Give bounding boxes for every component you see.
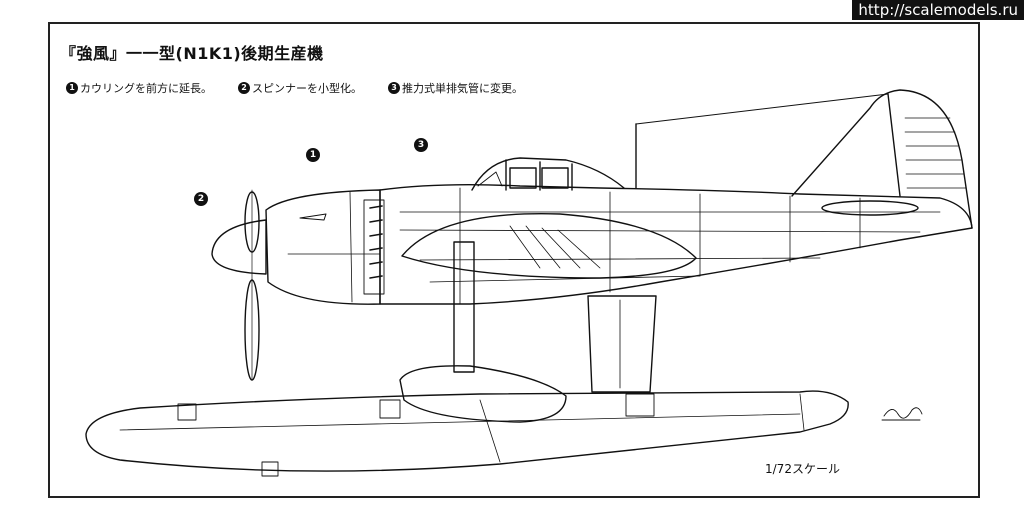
tail xyxy=(791,89,973,229)
main-float xyxy=(85,390,849,477)
note-text-1: カウリングを前方に延長。 xyxy=(80,82,212,95)
canopy xyxy=(471,157,625,191)
callout-marker-3: 3 xyxy=(414,138,428,152)
note-number-2: 2 xyxy=(238,82,250,94)
note-item-1: 1 カウリングを前方に延長。 xyxy=(66,80,212,96)
note-item-3: 3 推力式単排気管に変更。 xyxy=(388,80,523,96)
note-number-3: 3 xyxy=(388,82,400,94)
note-item-2: 2 スピンナーを小型化。 xyxy=(238,80,362,96)
float-struts xyxy=(453,241,657,393)
page-title: 『強風』一一型(N1K1)後期生産機 xyxy=(60,44,324,63)
callout-marker-1: 1 xyxy=(306,148,320,162)
wingtip-float xyxy=(399,365,567,423)
note-text-3: 推力式単排気管に変更。 xyxy=(402,82,523,95)
callout-marker-2: 2 xyxy=(194,192,208,206)
propeller xyxy=(211,189,267,381)
spinner xyxy=(211,219,267,275)
exhaust-stacks xyxy=(369,205,383,279)
note-text-2: スピンナーを小型化。 xyxy=(252,82,362,95)
fuselage xyxy=(379,183,973,305)
site-watermark: http://scalemodels.ru xyxy=(852,0,1024,20)
artist-signature xyxy=(881,407,923,421)
note-number-1: 1 xyxy=(66,82,78,94)
engine-cowling xyxy=(265,189,385,305)
antenna xyxy=(635,93,889,189)
scale-label: 1/72スケール xyxy=(765,462,840,476)
wing xyxy=(401,212,697,279)
fuselage-panel-lines xyxy=(399,187,941,305)
notes-list: 1 カウリングを前方に延長。 2 スピンナーを小型化。 3 推力式単排気管に変更… xyxy=(66,80,523,96)
